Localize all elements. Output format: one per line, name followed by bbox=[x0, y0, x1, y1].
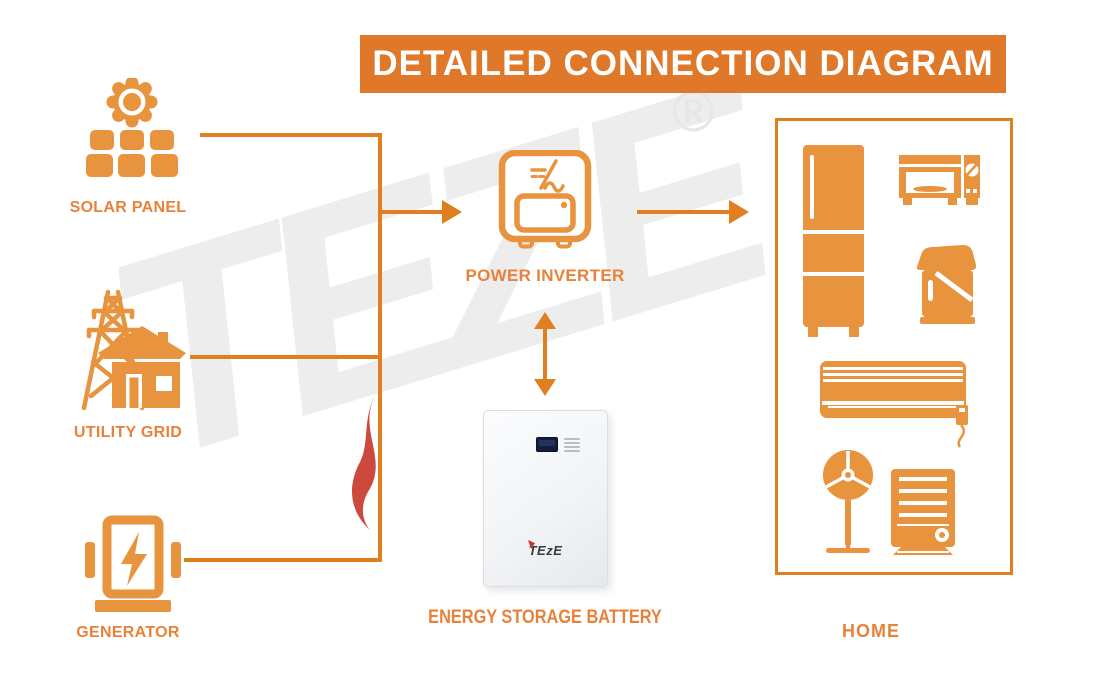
energy-storage-battery-label: ENERGY STORAGE BATTERY bbox=[428, 607, 662, 628]
inverter-to-home-line bbox=[637, 210, 729, 214]
watermark-flame-accent bbox=[351, 394, 376, 530]
utility-grid-label: UTILITY GRID bbox=[73, 424, 183, 441]
grid-to-bus-line bbox=[190, 355, 380, 359]
brand-text: TEzE bbox=[528, 543, 563, 558]
generator-to-bus-line bbox=[184, 558, 380, 562]
solar-to-bus-line bbox=[200, 133, 380, 137]
brand-flame-mark bbox=[528, 540, 535, 549]
bus-to-inverter-arrowhead bbox=[442, 200, 462, 224]
refrigerator-icon bbox=[801, 145, 866, 337]
battery-brand-logo: TEzE bbox=[484, 540, 607, 558]
battery-to-inverter-arrowhead bbox=[534, 312, 556, 329]
generator-label: GENERATOR bbox=[76, 624, 180, 641]
power-inverter-icon bbox=[498, 150, 592, 249]
home-appliances-box bbox=[775, 118, 1013, 575]
thermo-pot-icon bbox=[916, 245, 977, 324]
heater-icon bbox=[891, 469, 955, 555]
bus-to-inverter-line bbox=[382, 210, 442, 214]
solar-panel-label: SOLAR PANEL bbox=[69, 199, 187, 216]
solar-panel-icon bbox=[86, 78, 178, 177]
battery-indicator-leds bbox=[564, 438, 580, 452]
inverter-to-home-arrowhead bbox=[729, 200, 749, 224]
pedestal-fan-icon bbox=[823, 450, 873, 553]
inverter-battery-link-line bbox=[543, 329, 547, 379]
power-inverter-label: POWER INVERTER bbox=[465, 266, 625, 285]
input-bus-line bbox=[378, 133, 382, 562]
energy-storage-battery: TEzE bbox=[483, 410, 608, 587]
home-label: HOME bbox=[842, 621, 900, 641]
generator-icon bbox=[85, 515, 181, 612]
page-title: DETAILED CONNECTION DIAGRAM bbox=[360, 35, 1006, 93]
utility-grid-icon bbox=[81, 289, 186, 411]
inverter-to-battery-arrowhead bbox=[534, 379, 556, 396]
battery-lcd-display bbox=[536, 437, 558, 452]
air-conditioner-icon bbox=[820, 361, 968, 448]
microwave-oven-icon bbox=[899, 155, 980, 205]
